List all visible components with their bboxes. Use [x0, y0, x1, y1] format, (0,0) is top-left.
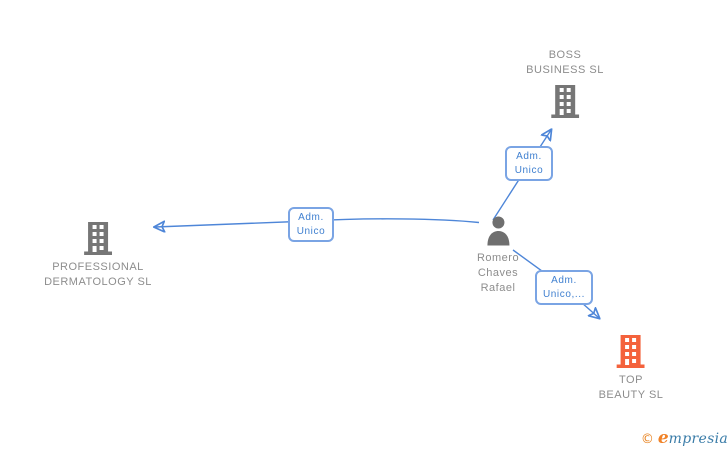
person-icon [486, 216, 511, 246]
node-top-beauty[interactable]: TOP BEAUTY SL [599, 335, 664, 403]
company-name: BOSS BUSINESS SL [526, 49, 604, 76]
edge-label-adm-unico-boss[interactable]: Adm. Unico [505, 146, 553, 181]
node-boss-business[interactable]: BOSS BUSINESS SL [526, 48, 604, 118]
copyright-icon: © [640, 432, 654, 447]
edge-label-adm-unico-professional[interactable]: Adm. Unico [288, 207, 334, 242]
edge-label-text: Unico [514, 164, 544, 176]
logo-text-orange: e [657, 428, 669, 448]
building-icon [550, 85, 579, 118]
edge-label-text: Adm. [516, 150, 542, 162]
logo-text-blue: mpresia [668, 431, 728, 447]
company-name: PROFESSIONAL DERMATOLOGY SL [44, 261, 152, 288]
building-icon [616, 335, 645, 368]
edge-label-adm-unico-top-beauty[interactable]: Adm. Unico,... [535, 270, 593, 305]
edge-label-text: Unico [296, 225, 326, 237]
edge-label-text: Unico,... [542, 288, 586, 300]
edge-label-text: Adm. [298, 211, 324, 223]
edge-label-text: Adm. [551, 274, 577, 286]
node-professional-dermatology[interactable]: PROFESSIONAL DERMATOLOGY SL [44, 222, 152, 290]
empresia-logo: © e mpresia [641, 428, 728, 448]
person-name: Romero Chaves Rafael [476, 252, 520, 294]
building-icon [84, 222, 112, 255]
company-name: TOP BEAUTY SL [598, 374, 664, 401]
node-person-romero-chaves-rafael[interactable]: Romero Chaves Rafael [477, 216, 519, 296]
